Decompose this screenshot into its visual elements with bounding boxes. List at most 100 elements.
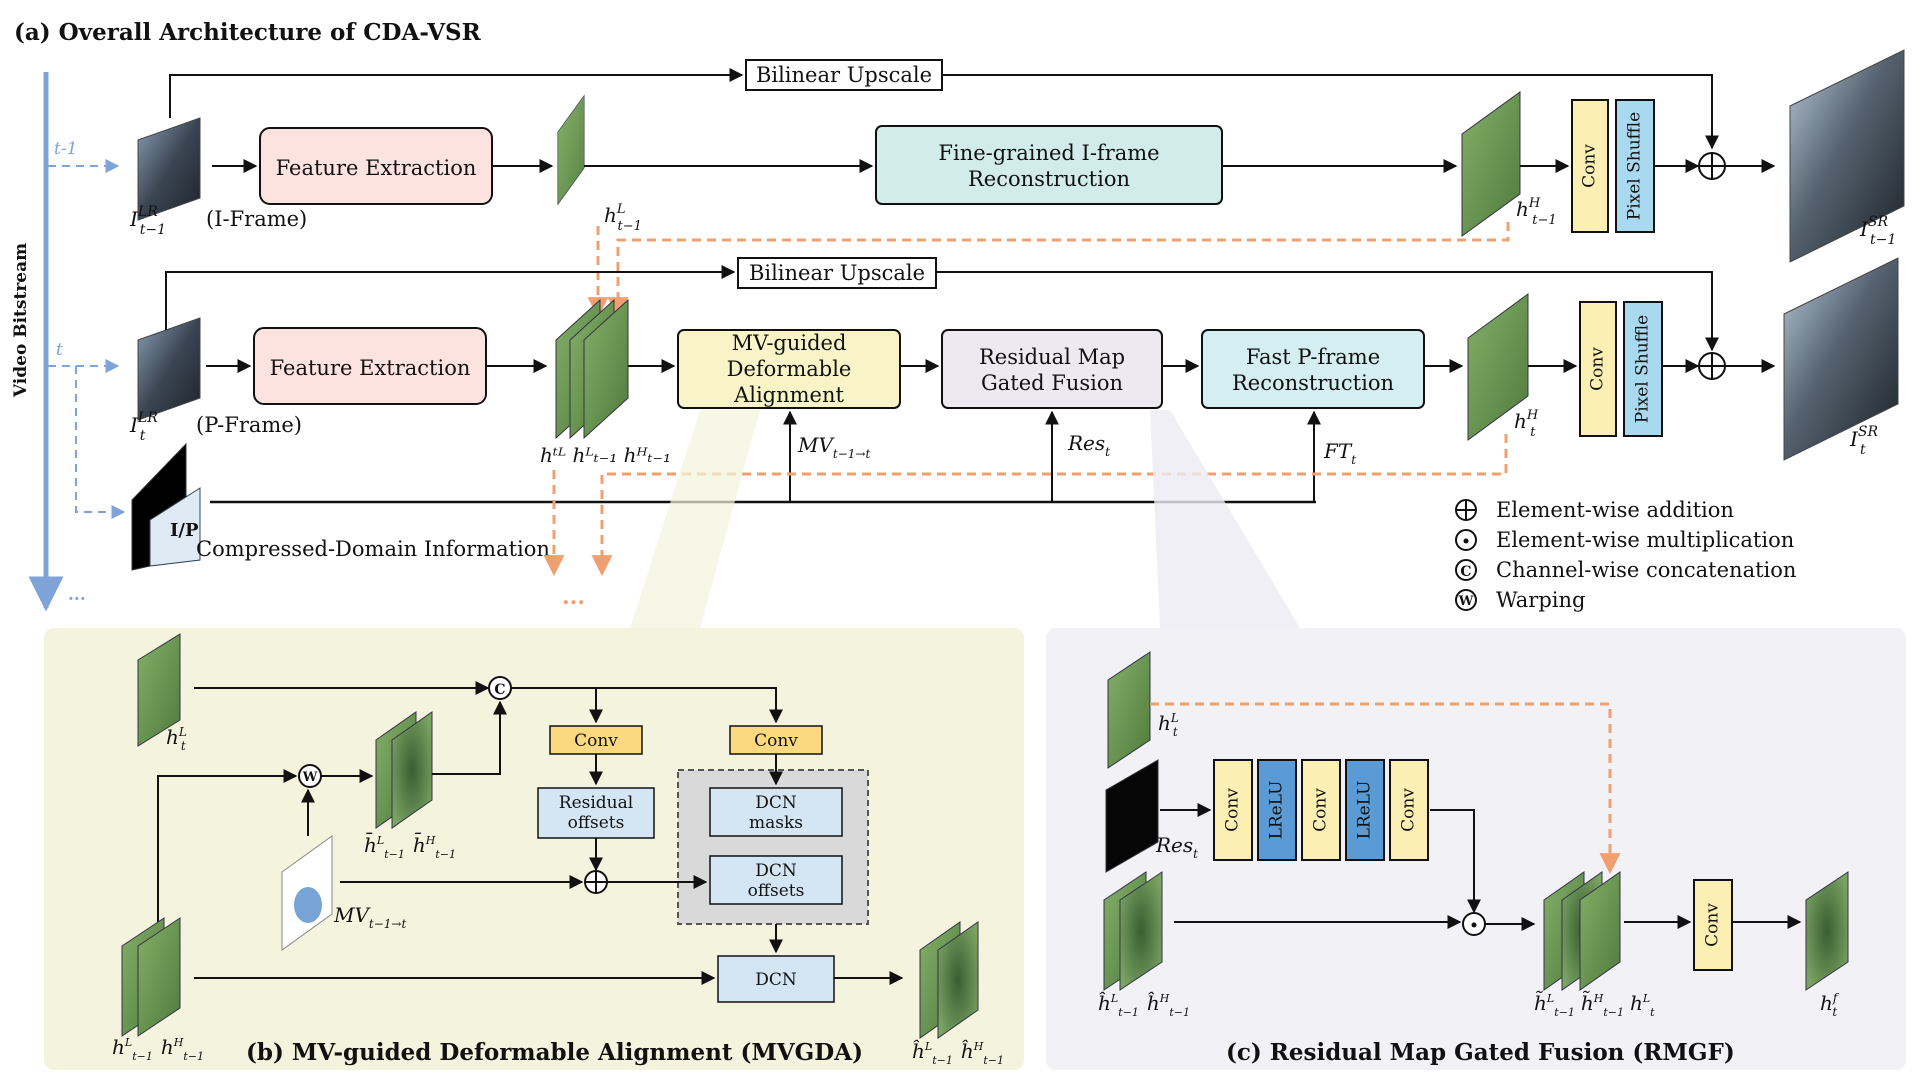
b-warp-symbol: W	[302, 770, 318, 785]
rmgf-label-1: Residual Map	[979, 345, 1125, 369]
c-layer-4-box	[1389, 759, 1429, 861]
panel-c-caption: (c) Residual Map Gated Fusion (RMGF)	[1226, 1039, 1735, 1066]
b-concat-symbol: C	[494, 682, 505, 698]
b-input-stack-2	[137, 917, 181, 1037]
mid-stack-feature-3	[583, 298, 629, 440]
figure-title: (a) Overall Architecture of CDA-VSR	[14, 19, 482, 46]
c-layer-2-box	[1301, 759, 1341, 861]
time-label-curr: t	[56, 340, 63, 360]
panel-b-background	[44, 628, 1024, 1070]
legend-mul-dot	[1463, 538, 1469, 544]
b-dcn-masks-label-2: masks	[749, 813, 803, 833]
top-bilinear-box	[745, 59, 943, 91]
legend-concat-symbol: C	[1460, 564, 1471, 580]
c-orange-dash	[1150, 702, 1621, 875]
legend-concat-icon	[1455, 559, 1477, 581]
b-residual-label-2: offsets	[568, 813, 625, 833]
mvgda-box	[677, 329, 901, 409]
fine-grained-label-2: Reconstruction	[968, 167, 1130, 191]
b-conv2-label: Conv	[754, 731, 798, 751]
mvgda-label-2: Deformable	[727, 357, 852, 381]
c-conv-out-label: Conv	[1703, 903, 1723, 947]
legend-concat-text: Channel-wise concatenation	[1496, 558, 1796, 582]
b-residual-offsets-box	[537, 787, 655, 839]
top-sr-output-image	[1789, 49, 1905, 263]
c-conv-out-box	[1693, 879, 1733, 971]
c-layer-4-label: Conv	[1399, 788, 1419, 832]
mid-sr-output-image	[1783, 257, 1899, 461]
cdi-ip-frame	[149, 487, 201, 567]
b-output-stack-2	[937, 921, 979, 1039]
top-pixel-shuffle-label: Pixel Shuffle	[1625, 112, 1645, 220]
video-bitstream-label: Video Bitstream	[11, 243, 31, 398]
legend: Element-wise addition Element-wise multi…	[1455, 498, 1796, 612]
top-conv-label: Conv	[1580, 144, 1600, 188]
panel-b-caption: (b) MV-guided Deformable Alignment (MVGD…	[246, 1039, 863, 1066]
fine-grained-box	[875, 125, 1223, 205]
fast-label-1: Fast P-frame	[1246, 345, 1380, 369]
c-fused-stack-3	[1579, 871, 1621, 991]
c-layer-1-box	[1257, 759, 1297, 861]
p-frame-tag: (P-Frame)	[196, 413, 302, 437]
mid-pixel-shuffle-box	[1623, 301, 1663, 437]
c-input-hl	[1107, 651, 1151, 769]
legend-add-text: Element-wise addition	[1496, 498, 1734, 522]
orange-dash-hh-down	[607, 222, 1510, 319]
legend-warp-text: Warping	[1496, 588, 1585, 612]
panel-c-background	[1046, 628, 1906, 1070]
c-layer-0-label: Conv	[1223, 788, 1243, 832]
b-dcn-masks-box	[709, 787, 843, 837]
c-layer-0-box	[1213, 759, 1253, 861]
i-frame-tag: (I-Frame)	[206, 207, 307, 231]
mvgda-label-3: Alignment	[733, 383, 844, 407]
top-skip-line-a	[169, 68, 744, 118]
rmgf-label-2: Gated Fusion	[981, 371, 1123, 395]
c-layer-2-label: Conv	[1311, 788, 1331, 832]
mv-label: MVt−1→t	[797, 433, 870, 461]
b-conv1-label: Conv	[574, 731, 618, 751]
mid-pixel-shuffle-label: Pixel Shuffle	[1633, 315, 1653, 423]
zoom-funnel-c	[1150, 410, 1300, 628]
fine-grained-label-1: Fine-grained I-frame	[938, 141, 1159, 165]
b-mv-label: MVt−1→t	[333, 903, 406, 931]
b-dcn-masks-label-1: DCN	[755, 793, 797, 813]
c-layer-3-box	[1345, 759, 1385, 861]
time-label-prev: t-1	[54, 139, 77, 159]
c-layers-to-mul	[1430, 809, 1481, 914]
fast-label-2: Reconstruction	[1232, 371, 1394, 395]
legend-warp-icon	[1455, 589, 1477, 611]
c-res-label: Rest	[1155, 833, 1198, 861]
c-mul-dot	[1471, 922, 1477, 928]
mid-conv-label: Conv	[1588, 347, 1608, 391]
top-hr-feature-map	[1461, 91, 1521, 237]
b-dcn-label: DCN	[755, 970, 797, 990]
top-conv-box	[1571, 99, 1609, 233]
b-conv2-box	[729, 725, 823, 755]
mid-skip-line-b	[936, 271, 1719, 352]
b-conv1-box	[549, 725, 643, 755]
top-skip-line-b	[942, 74, 1719, 150]
rmgf-box	[941, 329, 1163, 409]
mid-stack-labels: hᵗᴸ hᴸₜ₋₁ hᴴₜ₋₁	[540, 443, 671, 467]
legend-mul-text: Element-wise multiplication	[1496, 528, 1794, 552]
fast-p-frame-box	[1201, 329, 1425, 409]
orange-dots: ...	[562, 584, 585, 610]
c-layer-3-label: LReLU	[1355, 781, 1375, 840]
mid-bilinear-box	[737, 257, 937, 289]
mid-hr-feature-map	[1467, 293, 1529, 441]
zoom-funnel-b	[630, 410, 760, 628]
bitstream-more: ...	[68, 585, 86, 605]
c-output-feature	[1805, 871, 1849, 991]
b-mv-blob	[294, 887, 322, 923]
